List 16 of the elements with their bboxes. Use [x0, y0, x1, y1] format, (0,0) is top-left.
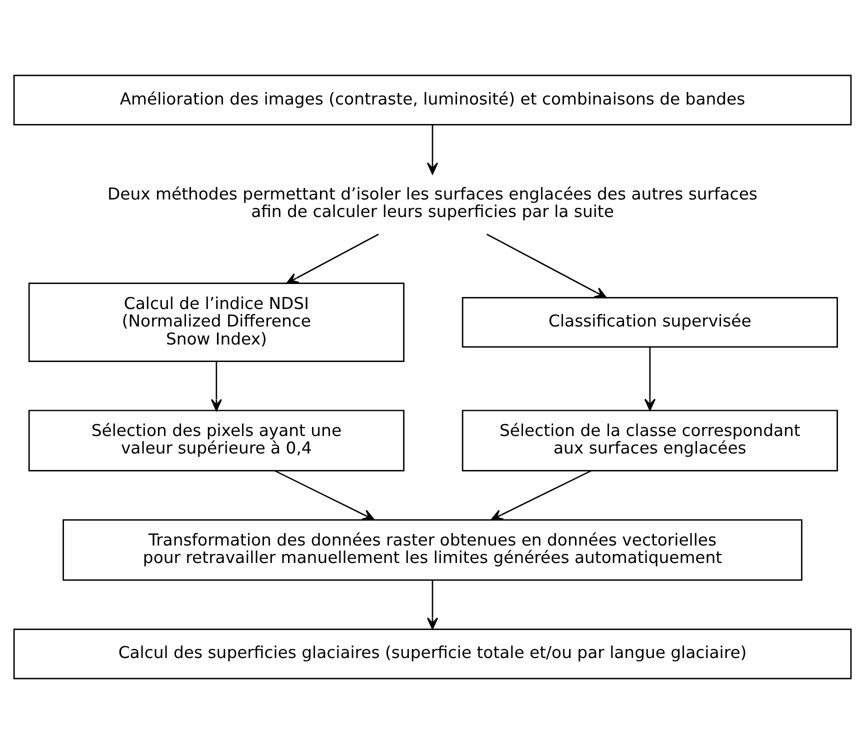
- node-box: Classification supervisée: [462, 297, 838, 348]
- node-box: Calcul des superficies glaciaires (superficie totale et/ou par langue glaciaire): [13, 628, 852, 680]
- arrow: [210, 362, 222, 412]
- node-text: Deux méthodes permettant d’isoler les surfaces englacées des autres surfaces afin de calculer leurs superficies par la suite: [108, 184, 758, 222]
- arrow: [490, 470, 592, 520]
- arrow: [426, 580, 438, 630]
- node-box: Amélioration des images (contraste, luminosité) et combinaisons de bandes: [13, 74, 852, 126]
- node-box: Sélection des pixels ayant une valeur supérieure à 0,4: [28, 410, 404, 472]
- arrow: [486, 234, 607, 298]
- node-box: Transformation des données raster obtenues en données vectorielles pour retravailler manuellement les limites générées automatiquement: [62, 519, 802, 581]
- arrow: [426, 124, 438, 175]
- node-box: Sélection de la classe correspondant aux surfaces englacées: [462, 410, 838, 472]
- node-box: Calcul de l’indice NDSI (Normalized Difference Snow Index): [28, 282, 404, 362]
- arrow: [274, 470, 375, 520]
- arrow: [644, 347, 656, 411]
- arrow: [286, 234, 379, 284]
